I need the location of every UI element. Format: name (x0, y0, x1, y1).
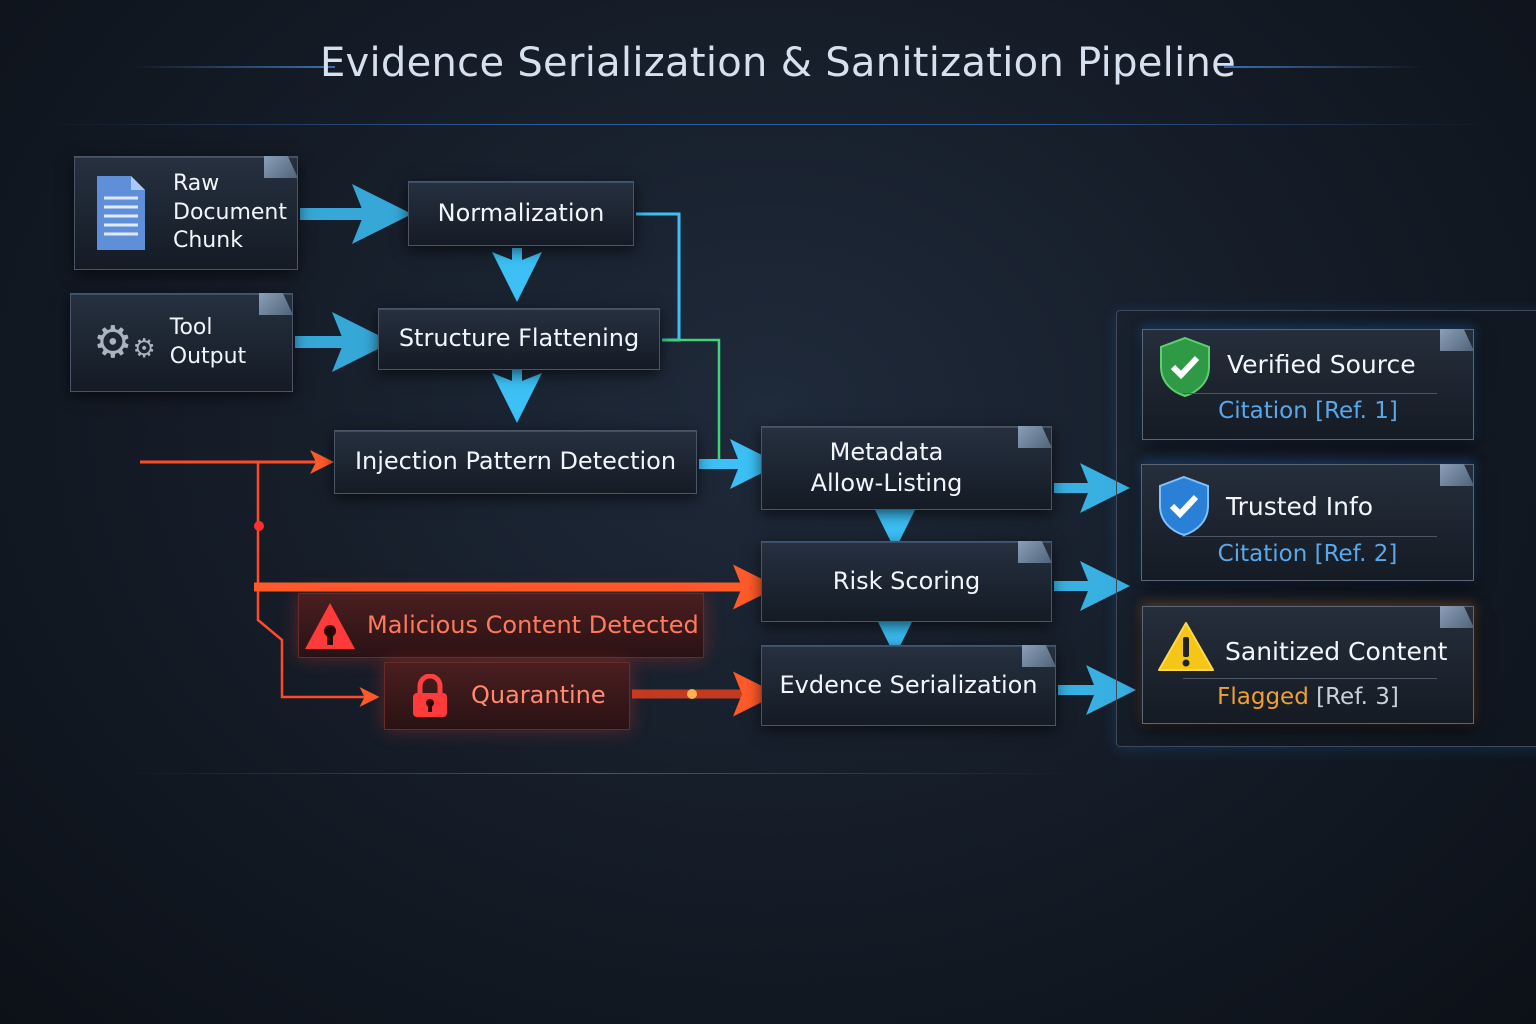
warning-triangle-icon (1158, 622, 1214, 671)
metadata-allow-listing-node[interactable]: Metadata Allow-Listing (761, 426, 1052, 510)
card-divider (1183, 393, 1437, 394)
raw-document-label: Raw Document Chunk (173, 171, 287, 254)
card-divider (1182, 536, 1437, 537)
raw-document-chunk-node[interactable]: Raw Document Chunk (74, 156, 298, 270)
lock-icon (413, 674, 447, 717)
trusted-citation: Citation [Ref. 2] (1142, 541, 1473, 567)
threat-branch-wire (256, 462, 380, 707)
flagged-citation: Flagged [Ref. 3] (1143, 684, 1473, 710)
sanitized-content-title: Sanitized Content (1225, 637, 1448, 666)
trusted-info-title: Trusted Info (1226, 492, 1374, 521)
malicious-content-alert[interactable]: Malicious Content Detected (298, 593, 704, 658)
ref-link[interactable]: [Ref. 3] (1316, 684, 1399, 710)
flow-arrows (295, 184, 1136, 715)
tool-output-node[interactable]: ⚙⚙ Tool Output (70, 293, 293, 392)
title-rule-right (1224, 66, 1424, 68)
metadata-label: Metadata Allow-Listing (810, 437, 963, 497)
ref-link[interactable]: [Ref. 2] (1314, 541, 1398, 567)
wire-flattening-green (662, 338, 721, 462)
citation-label[interactable]: Citation (1218, 398, 1308, 424)
verified-source-card[interactable]: Verified Source Citation [Ref. 1] (1142, 329, 1474, 440)
ref-link[interactable]: [Ref. 1] (1315, 398, 1398, 424)
structure-flattening-node[interactable]: Structure Flattening (378, 308, 660, 370)
normalization-node[interactable]: Normalization (408, 181, 634, 246)
footer-divider (120, 773, 1080, 774)
page-title: Evidence Serialization & Sanitization Pi… (319, 40, 1237, 86)
trusted-info-card[interactable]: Trusted Info Citation [Ref. 2] (1141, 464, 1474, 581)
header-divider (40, 124, 1496, 125)
evidence-serialization-node[interactable]: Evdence Serialization (761, 645, 1056, 726)
injection-pattern-detection-node[interactable]: Injection Pattern Detection (334, 430, 697, 494)
verified-source-title: Verified Source (1227, 350, 1416, 379)
verified-citation: Citation [Ref. 1] (1143, 398, 1473, 424)
output-panel (1116, 310, 1536, 747)
citation-label[interactable]: Citation (1217, 541, 1308, 567)
threat-arrows (140, 450, 778, 717)
quarantine-node[interactable]: Quarantine (384, 662, 630, 730)
risk-scoring-node[interactable]: Risk Scoring (761, 541, 1052, 622)
flagged-label: Flagged (1217, 684, 1309, 710)
document-icon (97, 176, 145, 250)
card-divider (1183, 678, 1437, 679)
tool-output-label: Tool Output (169, 314, 247, 369)
green-shield-check-icon (1160, 336, 1210, 398)
threat-node (254, 521, 264, 531)
pulse-dot (687, 689, 697, 699)
malicious-label: Malicious Content Detected (367, 610, 699, 639)
gears-icon: ⚙⚙ (93, 316, 156, 368)
blue-shield-check-icon (1159, 475, 1209, 537)
title-rule-left (130, 66, 335, 68)
quarantine-label: Quarantine (471, 681, 606, 710)
sanitized-content-card[interactable]: Sanitized Content Flagged [Ref. 3] (1142, 606, 1474, 724)
warning-lock-icon (305, 602, 355, 649)
